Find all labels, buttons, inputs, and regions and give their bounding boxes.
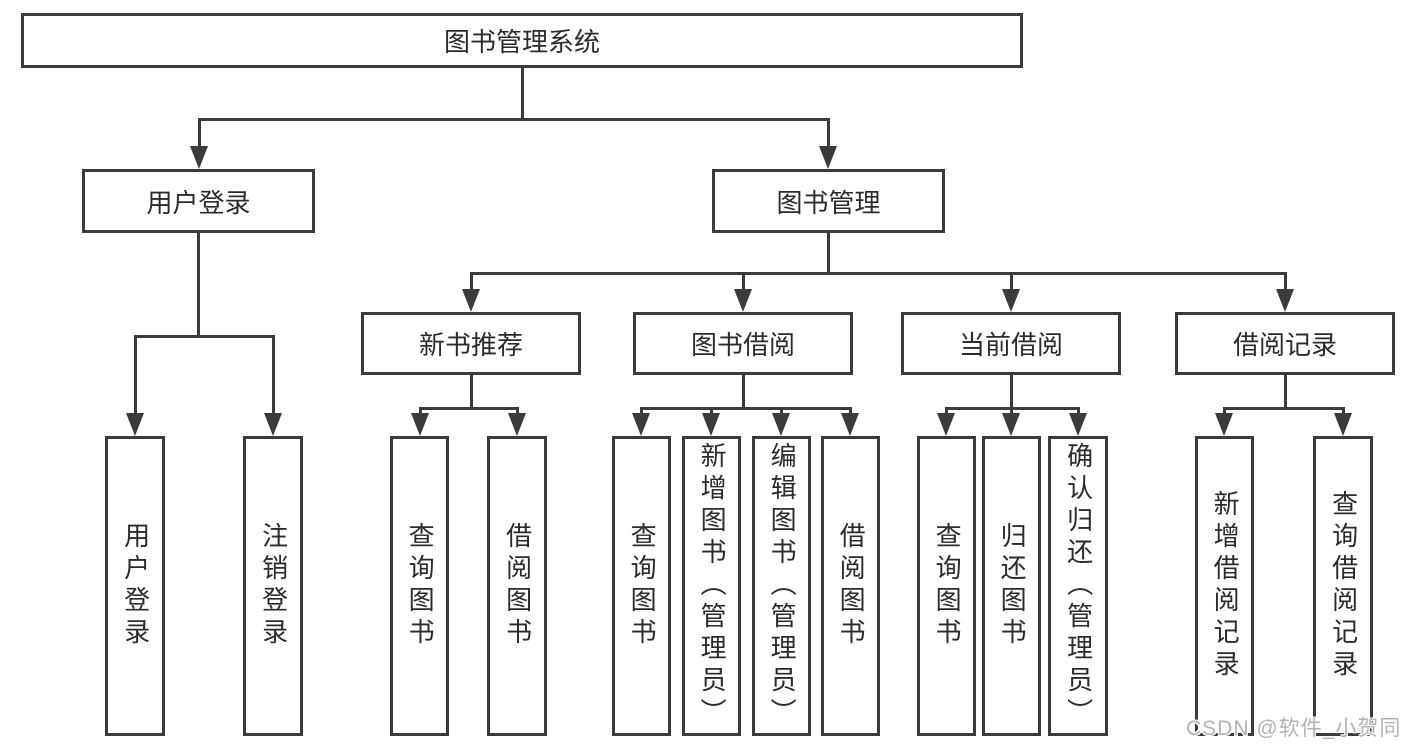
connector-line bbox=[1341, 407, 1345, 418]
arrowhead-icon bbox=[1334, 413, 1352, 436]
connector-line bbox=[133, 335, 137, 418]
arrowhead-icon bbox=[508, 413, 526, 436]
node-label: 新增图书（管理员） bbox=[697, 442, 728, 730]
node-label: 图书管理 bbox=[776, 187, 881, 218]
connector-line bbox=[639, 407, 643, 418]
node-label: 确认归还（管理员） bbox=[1063, 442, 1094, 730]
connector-line bbox=[1076, 407, 1080, 418]
node-edit-book-admin: 编辑图书（管理员） bbox=[752, 436, 811, 736]
connector-line bbox=[469, 375, 473, 410]
connector-line bbox=[1009, 272, 1013, 294]
node-borrow-books-1: 借阅图书 bbox=[487, 436, 547, 736]
connector-line bbox=[197, 118, 830, 121]
connector-line bbox=[848, 407, 852, 418]
node-label: 新增借阅记录 bbox=[1210, 490, 1241, 682]
connector-line bbox=[133, 335, 275, 338]
node-add-borrow-record: 新增借阅记录 bbox=[1195, 436, 1254, 736]
node-label: 查询图书 bbox=[627, 522, 658, 650]
node-query-books-3: 查询图书 bbox=[917, 436, 976, 736]
connector-line bbox=[826, 233, 830, 275]
node-label: 归还图书 bbox=[997, 522, 1028, 650]
connector-line bbox=[1222, 407, 1226, 418]
arrowhead-icon bbox=[1002, 413, 1020, 436]
node-query-borrow-record: 查询借阅记录 bbox=[1313, 436, 1373, 736]
connector-line bbox=[520, 68, 524, 121]
watermark: CSDN @软件_小贺同学 bbox=[1186, 717, 1402, 740]
node-book-borrowing: 图书借阅 bbox=[633, 312, 853, 375]
node-label: 查询图书 bbox=[405, 522, 436, 650]
node-label: 用户登录 bbox=[146, 187, 251, 218]
node-current-borrowing: 当前借阅 bbox=[901, 312, 1121, 375]
arrowhead-icon bbox=[734, 289, 752, 312]
arrowhead-icon bbox=[190, 146, 208, 169]
node-add-book-admin: 新增图书（管理员） bbox=[682, 436, 741, 736]
connector-line bbox=[741, 375, 745, 410]
node-label: 新书推荐 bbox=[418, 330, 523, 360]
connector-line bbox=[1283, 375, 1287, 410]
node-book-management: 图书管理 bbox=[712, 169, 945, 233]
node-label: 编辑图书（管理员） bbox=[767, 442, 798, 730]
node-borrowing-records: 借阅记录 bbox=[1175, 312, 1395, 375]
arrowhead-icon bbox=[126, 413, 144, 436]
connector-line bbox=[779, 407, 783, 418]
arrowhead-icon bbox=[1069, 413, 1087, 436]
node-query-books-2: 查询图书 bbox=[612, 436, 671, 736]
connector-line bbox=[741, 272, 745, 294]
node-label: 当前借阅 bbox=[958, 330, 1063, 360]
connector-line bbox=[709, 407, 713, 418]
node-user-login: 用户登录 bbox=[82, 169, 315, 233]
node-borrow-books-2: 借阅图书 bbox=[821, 436, 880, 736]
connector-line bbox=[1283, 272, 1287, 294]
node-label: 借阅记录 bbox=[1232, 330, 1337, 360]
connector-line bbox=[197, 118, 201, 151]
node-label: 图书借阅 bbox=[690, 330, 795, 360]
arrowhead-icon bbox=[411, 413, 429, 436]
arrowhead-icon bbox=[462, 289, 480, 312]
node-query-books-1: 查询图书 bbox=[390, 436, 449, 736]
connector-line bbox=[469, 272, 473, 294]
arrowhead-icon bbox=[264, 413, 282, 436]
node-label: 注销登录 bbox=[258, 522, 289, 650]
connector-line bbox=[469, 272, 1287, 275]
connector-line bbox=[515, 407, 519, 418]
arrowhead-icon bbox=[937, 413, 955, 436]
arrowhead-icon bbox=[1276, 289, 1294, 312]
connector-line bbox=[1222, 407, 1345, 410]
connector-line bbox=[418, 407, 422, 418]
connector-line bbox=[944, 407, 948, 418]
arrowhead-icon bbox=[1215, 413, 1233, 436]
node-user-login-action: 用户登录 bbox=[105, 436, 165, 736]
arrowhead-icon bbox=[772, 413, 790, 436]
connector-line bbox=[1009, 375, 1013, 410]
node-label: 查询图书 bbox=[932, 522, 963, 650]
connector-line bbox=[1009, 407, 1013, 418]
connector-line bbox=[196, 233, 200, 338]
node-label: 查询借阅记录 bbox=[1328, 490, 1359, 682]
node-label: 图书管理系统 bbox=[443, 27, 600, 57]
node-label: 用户登录 bbox=[120, 522, 151, 650]
arrowhead-icon bbox=[819, 146, 837, 169]
arrowhead-icon bbox=[841, 413, 859, 436]
node-label: 借阅图书 bbox=[502, 522, 533, 650]
node-logout-action: 注销登录 bbox=[243, 436, 303, 736]
node-label: 借阅图书 bbox=[836, 522, 867, 650]
connector-line bbox=[826, 118, 830, 151]
arrowhead-icon bbox=[1002, 289, 1020, 312]
connector-line bbox=[639, 407, 852, 410]
node-root: 图书管理系统 bbox=[21, 13, 1023, 68]
connector-line bbox=[271, 335, 275, 418]
arrowhead-icon bbox=[702, 413, 720, 436]
node-return-books: 归还图书 bbox=[982, 436, 1041, 736]
node-confirm-return-admin: 确认归还（管理员） bbox=[1048, 436, 1108, 736]
connector-line bbox=[418, 407, 519, 410]
node-new-book-recommend: 新书推荐 bbox=[361, 312, 581, 375]
arrowhead-icon bbox=[632, 413, 650, 436]
